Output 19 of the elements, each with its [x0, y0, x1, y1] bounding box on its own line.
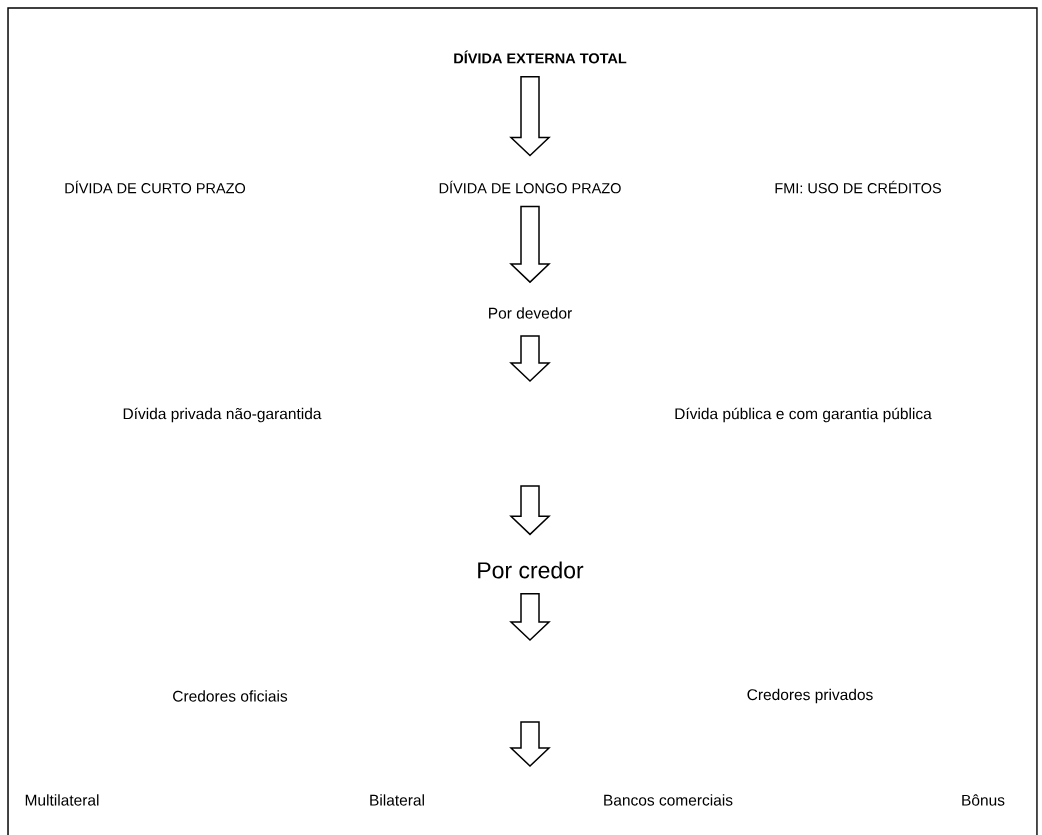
node-text: Credores oficiais [173, 690, 288, 702]
node-text: FMI: USO DE CRÉDITOS [775, 180, 941, 194]
hollow-arrow [509, 592, 551, 642]
hollow-arrow [509, 485, 551, 536]
hollow-arrow [509, 335, 551, 383]
node-text: Multilateral [25, 794, 99, 806]
node-text: Por devedor [489, 307, 572, 319]
node-text: Bilateral [370, 794, 424, 806]
node-text: DÍVIDA EXTERNA TOTAL [454, 50, 627, 64]
node-text: DÍVIDA DE LONGO PRAZO [439, 180, 621, 194]
hollow-arrow [509, 205, 551, 284]
node-text: Bancos comerciais [604, 794, 733, 806]
hollow-arrow [509, 75, 551, 157]
node-text: Dívida pública e com garantia pública [675, 407, 932, 423]
node-text: Dívida privada não-garantida [123, 407, 322, 423]
node-text: Por credor [478, 561, 584, 579]
node-text: Bônus [962, 794, 1005, 806]
node-text: Credores privados [747, 688, 873, 704]
node-text: DÍVIDA DE CURTO PRAZO [65, 180, 246, 194]
